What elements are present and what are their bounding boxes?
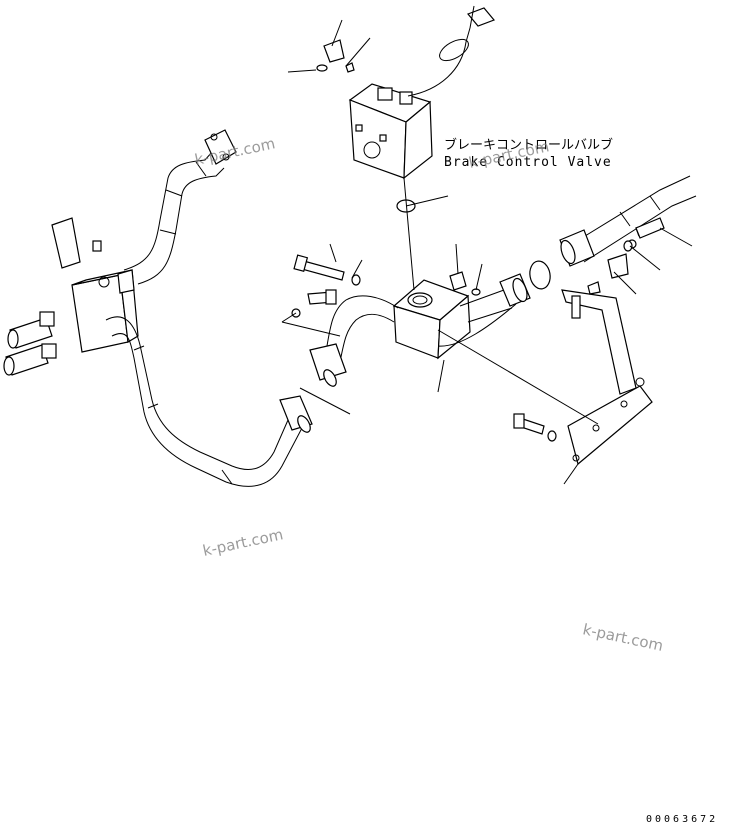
bolts-and-washers: [291, 199, 665, 442]
brake-control-valve: [316, 5, 496, 180]
valve-label-japanese: ブレーキコントロールバルブ: [444, 137, 613, 153]
right-hose-bracket: [529, 175, 697, 466]
drawing-number: 00063672: [646, 814, 718, 825]
watermark-4: k-part.com: [581, 620, 665, 655]
leader-lines: [281, 19, 693, 485]
central-junction-block: [309, 271, 531, 387]
watermark-3: k-part.com: [201, 525, 285, 560]
valve-label-english: Brake Control Valve: [444, 155, 612, 170]
upper-tube: [123, 129, 237, 285]
lower-tube: [105, 316, 313, 487]
left-valve-assembly: [3, 217, 139, 376]
